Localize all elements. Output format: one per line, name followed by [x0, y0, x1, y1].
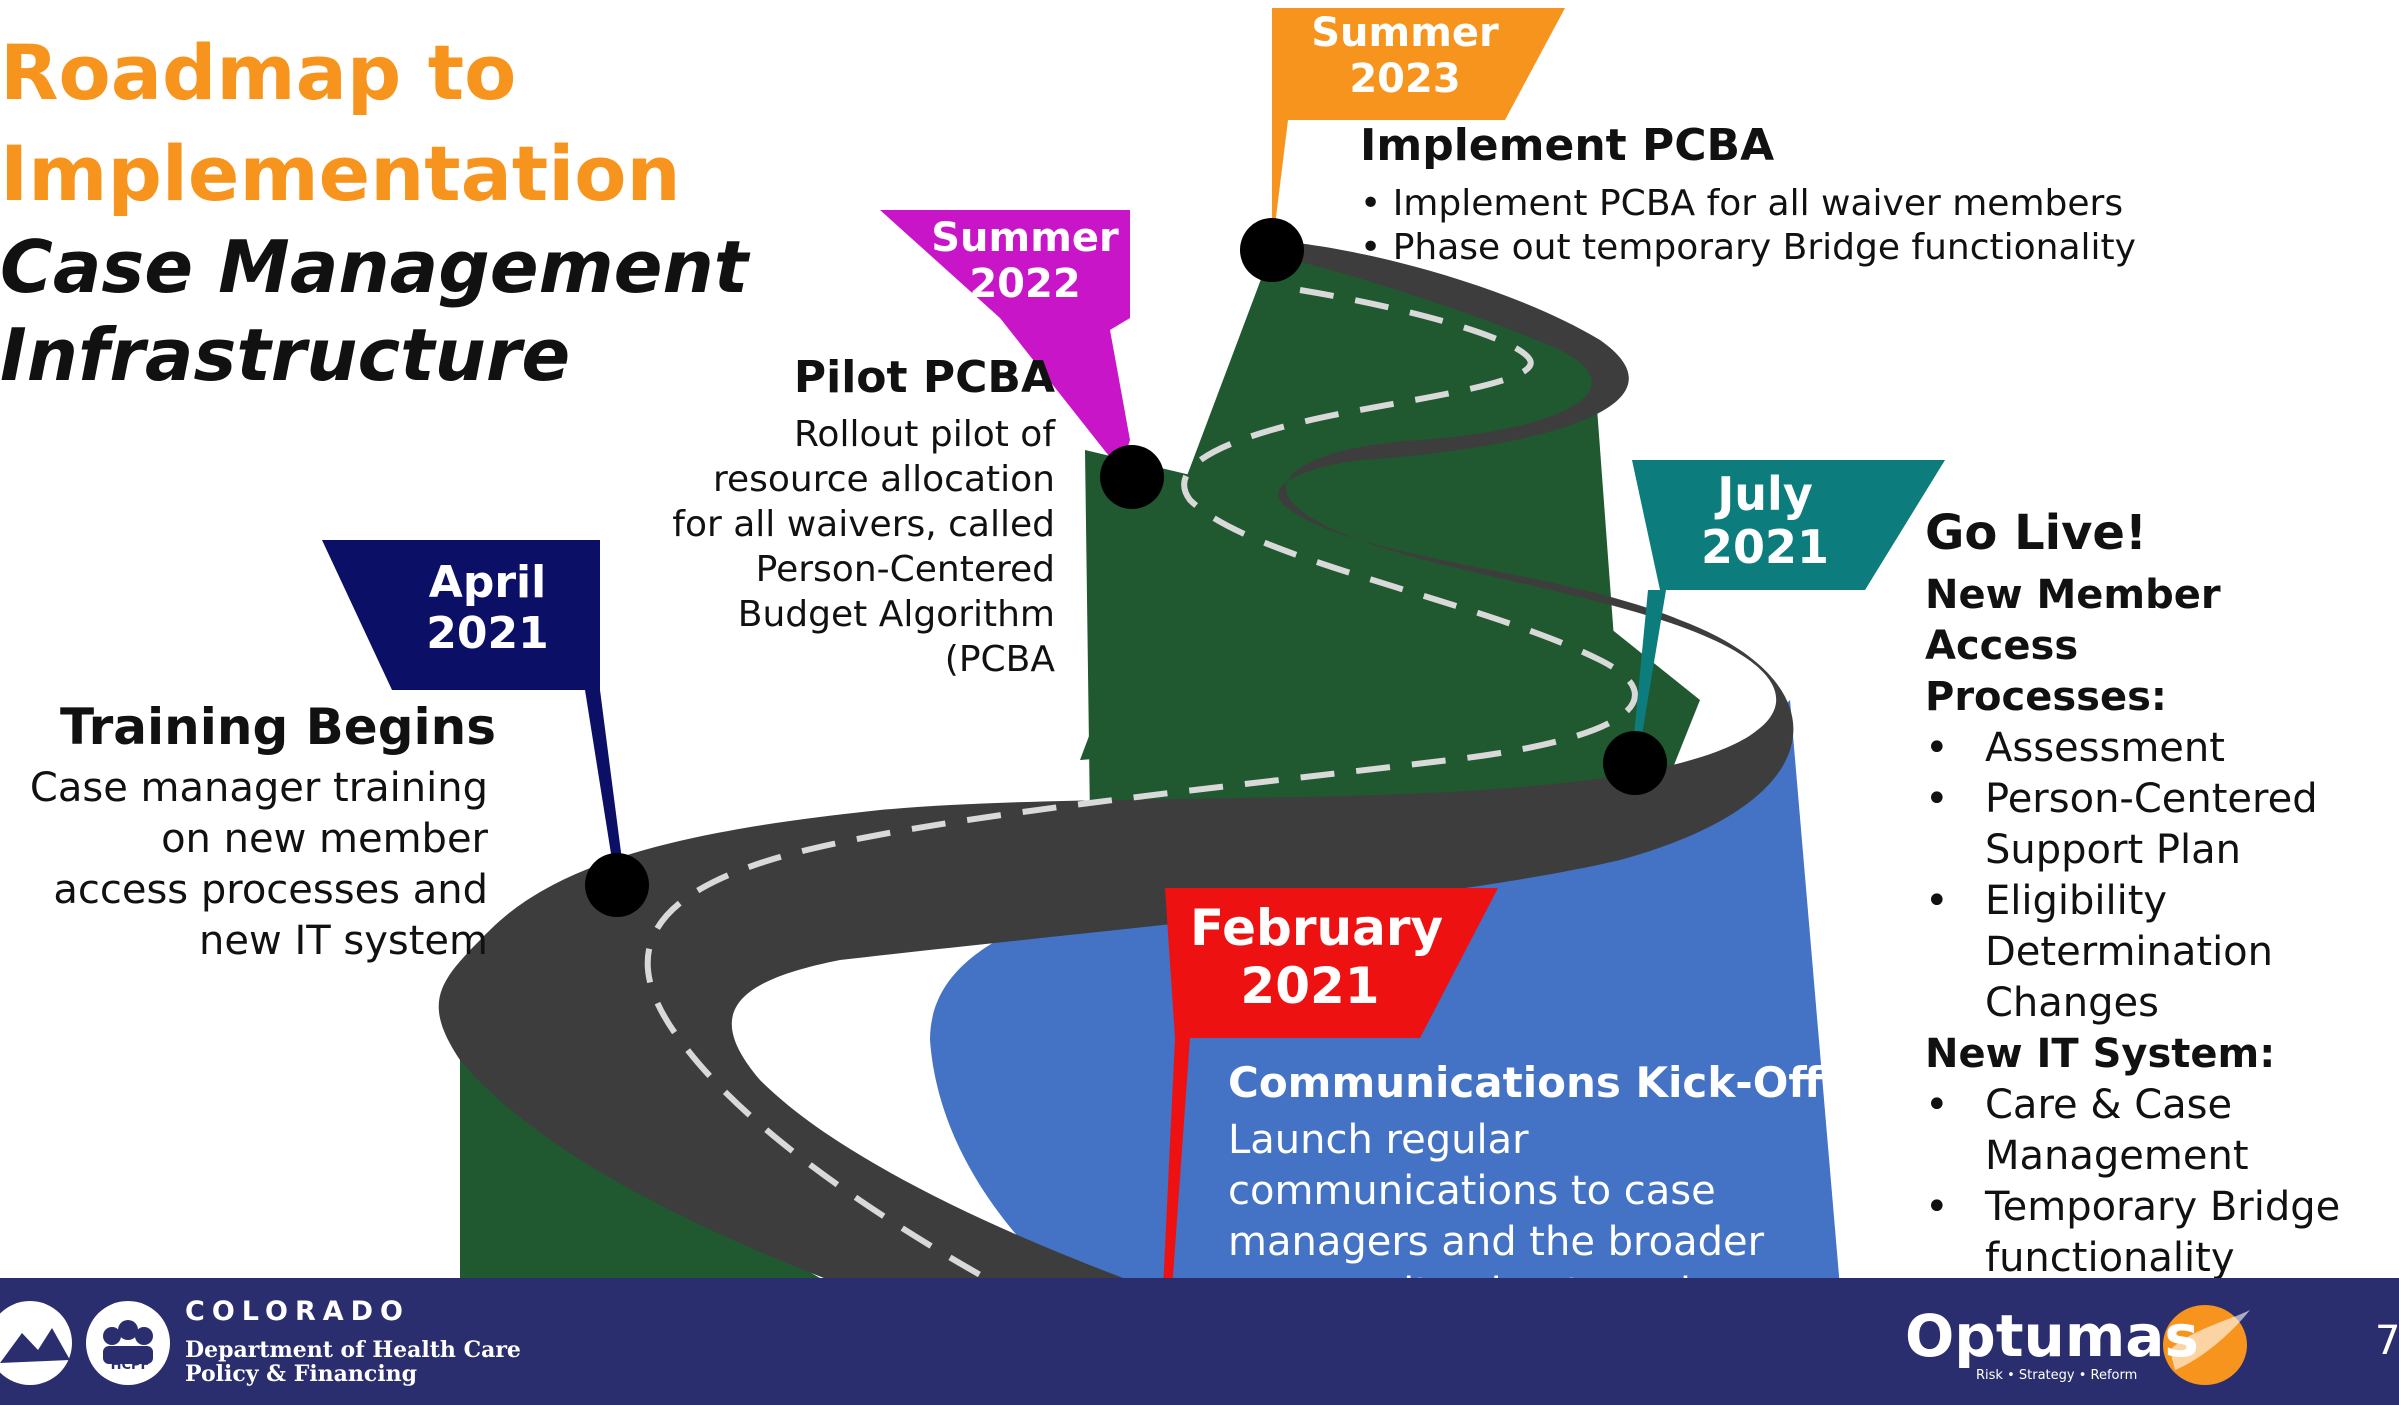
bullet-item: • Implement PCBA for all waiver members: [1360, 183, 2124, 224]
go-live-details: New Member Access Processes: •Assessment…: [1925, 570, 2385, 1284]
pilot-pcba-description: Rollout pilot of resource allocation for…: [672, 414, 1055, 680]
training-begins-heading: Training Begins: [60, 698, 496, 756]
subtitle-line-1: Case Management: [0, 225, 749, 309]
colorado-logo: [0, 1301, 170, 1385]
road-centre-line: [644, 287, 1638, 1403]
milestone-dot-april-2021: [585, 853, 649, 917]
milestone-dot-summer-2023: [1240, 218, 1304, 282]
flag-february-2021-banner: [1165, 888, 1498, 1038]
training-begins-description: Case manager training on new member acce…: [29, 765, 488, 964]
milestone-dot-summer-2022: [1100, 445, 1164, 509]
colorado-wordmark: COLORADO: [185, 1296, 411, 1327]
water: [930, 700, 1850, 1405]
title-line-2: Implementation: [0, 129, 681, 218]
slide-number: 7: [2375, 1318, 2399, 1364]
optumas-tagline: Risk • Strategy • Reform: [1976, 1368, 2138, 1383]
go-live-heading: Go Live!: [1925, 505, 2147, 561]
flag-april-2021-banner: [322, 540, 600, 690]
footer-bar: [0, 1278, 2399, 1405]
go-live-section-title: New Member Access: [1925, 572, 2221, 669]
go-live-item: •Assessment: [1925, 725, 2225, 771]
flag-summer-2022-banner: [880, 210, 1130, 470]
optumas-swoosh-icon: [2163, 1305, 2250, 1385]
flag-february-2021-pole: [1163, 1038, 1190, 1290]
bullet-item: • Phase out temporary Bridge functionali…: [1360, 227, 2136, 268]
flag-april-2021-pole: [585, 690, 622, 860]
flag-summer-2023-banner: [1272, 8, 1565, 250]
communications-kickoff-heading: Communications Kick-Off: [1228, 1058, 1823, 1107]
hcpf-badge-text: HCPF: [110, 1358, 150, 1373]
hill-middle: [1085, 450, 1700, 820]
implement-pcba-heading: Implement PCBA: [1360, 120, 1775, 171]
subtitle-line-2: Infrastructure: [0, 313, 571, 397]
department-name: Department of Health Care Policy & Finan…: [185, 1337, 521, 1387]
go-live-section-title: Processes:: [1925, 674, 2167, 720]
flag-july-2021-pole: [1634, 590, 1666, 735]
milestone-dot-july-2021: [1603, 731, 1667, 795]
pilot-pcba-heading: Pilot PCBA: [793, 352, 1055, 403]
title-line-1: Roadmap to: [0, 28, 517, 117]
road: [438, 240, 1794, 1405]
optumas-wordmark: Optumas: [1905, 1302, 2199, 1370]
flag-july-2021-banner: [1632, 460, 1945, 590]
go-live-section-title: New IT System:: [1925, 1031, 2276, 1077]
implement-pcba-bullets: • Implement PCBA for all waiver members …: [1360, 182, 2136, 270]
